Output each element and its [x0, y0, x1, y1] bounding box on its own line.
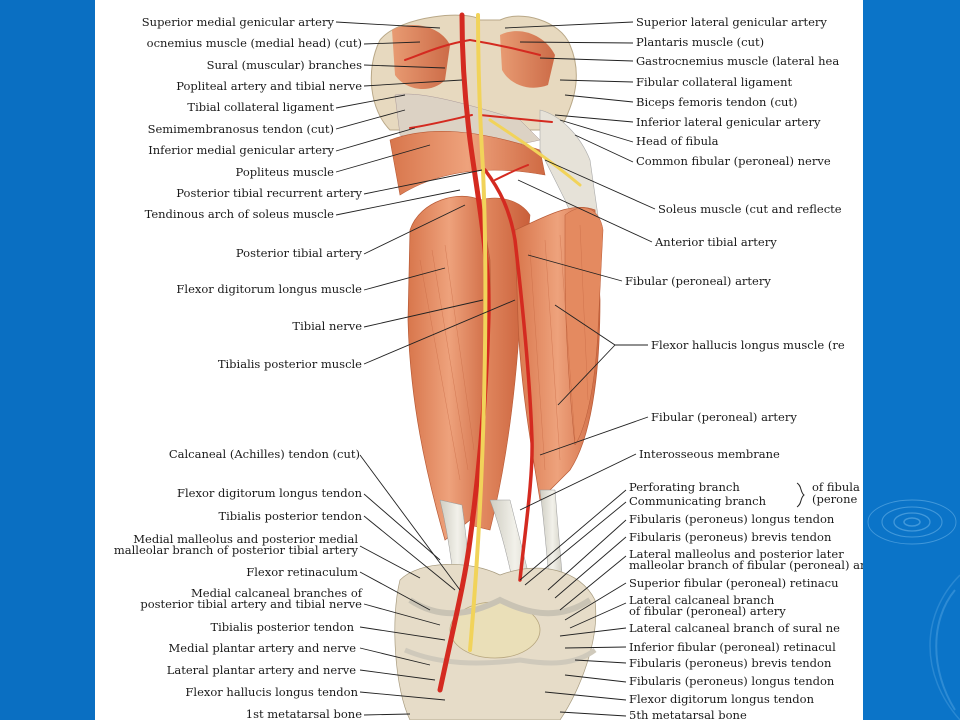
- label-fibular-artery-lower: Fibular (peroneal) artery: [651, 410, 797, 424]
- label-tibial-nerve: Tibial nerve: [292, 319, 362, 333]
- label-fibularis-brevis-tendon-upper: Fibularis (peroneus) brevis tendon: [629, 530, 832, 544]
- ankle-foot: [394, 563, 597, 720]
- label-flexor-retinaculum: Flexor retinaculum: [246, 565, 358, 579]
- label-medial-malleolus-line2: malleolar branch of posterior tibial art…: [114, 543, 359, 557]
- panel-right-mask: [863, 0, 960, 720]
- labels-right: Superior lateral genicular artery Planta…: [625, 15, 889, 720]
- label-fibular-artery-upper: Fibular (peroneal) artery: [625, 274, 771, 288]
- label-fibular-collateral-ligament: Fibular collateral ligament: [636, 75, 792, 89]
- label-superior-medial-genicular-artery: Superior medial genicular artery: [142, 15, 335, 29]
- label-brace-peroneal: (perone: [812, 492, 857, 506]
- label-medial-malleolus-line1: Medial malleolus and posterior medial: [133, 532, 358, 546]
- label-communicating-branch: Communicating branch: [629, 494, 767, 508]
- label-soleus-muscle: Soleus muscle (cut and reflecte: [658, 202, 842, 216]
- perforating-brace: [796, 482, 805, 508]
- label-flexor-hallucis-longus-muscle: Flexor hallucis longus muscle (re: [651, 338, 845, 352]
- label-superior-lateral-genicular-artery: Superior lateral genicular artery: [636, 15, 827, 29]
- label-tibial-collateral-ligament: Tibial collateral ligament: [187, 100, 334, 114]
- label-lateral-malleolus-line2: malleolar branch of fibular (peroneal) a…: [629, 558, 889, 572]
- label-gastrocnemius-medial-head: ocnemius muscle (medial head) (cut): [147, 36, 362, 50]
- label-lateral-calcaneal-branch-line2: of fibular (peroneal) artery: [629, 604, 786, 618]
- label-popliteus-muscle: Popliteus muscle: [236, 165, 335, 179]
- label-superior-fibular-retinaculum: Superior fibular (peroneal) retinacu: [629, 576, 839, 590]
- label-lateral-calcaneal-branch-line1: Lateral calcaneal branch: [629, 593, 775, 607]
- label-medial-calcaneal-line1: Medial calcaneal branches of: [191, 586, 363, 600]
- label-lateral-plantar-artery-nerve: Lateral plantar artery and nerve: [167, 663, 356, 677]
- leader-lines-left: [335, 21, 516, 716]
- label-calcaneal-achilles-tendon: Calcaneal (Achilles) tendon (cut): [169, 447, 360, 461]
- label-fibularis-brevis-tendon-lower: Fibularis (peroneus) brevis tendon: [629, 656, 832, 670]
- label-tendinous-arch-soleus: Tendinous arch of soleus muscle: [145, 207, 335, 221]
- label-interosseous-membrane: Interosseous membrane: [639, 447, 780, 461]
- panel-left-mask: [0, 0, 95, 720]
- leader-lines-right: [504, 21, 656, 717]
- label-anterior-tibial-artery: Anterior tibial artery: [654, 235, 777, 249]
- label-posterior-tibial-artery: Posterior tibial artery: [236, 246, 363, 260]
- label-lateral-calcaneal-sural-nerve: Lateral calcaneal branch of sural ne: [629, 621, 840, 635]
- ripple-decoration: [867, 499, 960, 720]
- label-fibularis-longus-tendon-upper: Fibularis (peroneus) longus tendon: [629, 512, 835, 526]
- label-flexor-digitorum-longus-tendon-right: Flexor digitorum longus tendon: [629, 692, 815, 706]
- label-perforating-branch: Perforating branch: [629, 480, 740, 494]
- label-popliteal-artery-tibial-nerve: Popliteal artery and tibial nerve: [176, 79, 362, 93]
- nerves: [468, 13, 582, 652]
- label-brace-of-fibula: of fibula: [812, 480, 860, 494]
- label-flexor-digitorum-longus-tendon-left: Flexor digitorum longus tendon: [177, 486, 363, 500]
- label-flexor-digitorum-longus-muscle: Flexor digitorum longus muscle: [176, 282, 362, 296]
- label-common-fibular-nerve: Common fibular (peroneal) nerve: [636, 154, 831, 168]
- label-medial-calcaneal-line2: posterior tibial artery and tibial nerve: [140, 597, 362, 611]
- label-flexor-hallucis-longus-tendon: Flexor hallucis longus tendon: [185, 685, 358, 699]
- label-gastrocnemius-lateral-head: Gastrocnemius muscle (lateral hea: [636, 54, 839, 68]
- label-medial-plantar-artery-nerve: Medial plantar artery and nerve: [169, 641, 357, 655]
- label-head-of-fibula: Head of fibula: [636, 134, 719, 148]
- leg-muscles: [407, 196, 604, 541]
- label-5th-metatarsal-bone: 5th metatarsal bone: [629, 708, 747, 720]
- label-inferior-lateral-genicular-artery: Inferior lateral genicular artery: [636, 115, 821, 129]
- label-plantaris-muscle: Plantaris muscle (cut): [636, 35, 764, 49]
- label-semimembranosus-tendon: Semimembranosus tendon (cut): [148, 122, 334, 136]
- label-biceps-femoris-tendon: Biceps femoris tendon (cut): [636, 95, 798, 109]
- labels-left: Superior medial genicular artery ocnemiu…: [114, 15, 363, 720]
- label-tibialis-posterior-tendon-upper: Tibialis posterior tendon: [218, 509, 362, 523]
- label-tibialis-posterior-muscle: Tibialis posterior muscle: [218, 357, 362, 371]
- label-sural-branches: Sural (muscular) branches: [207, 58, 362, 72]
- label-tibialis-posterior-tendon-lower: Tibialis posterior tendon: [210, 620, 354, 634]
- label-fibularis-longus-tendon-lower: Fibularis (peroneus) longus tendon: [629, 674, 835, 688]
- label-1st-metatarsal-bone: 1st metatarsal bone: [246, 707, 362, 720]
- label-inferior-medial-genicular-artery: Inferior medial genicular artery: [148, 143, 334, 157]
- label-lateral-malleolus-line1: Lateral malleolus and posterior later: [629, 547, 844, 561]
- label-posterior-tibial-recurrent-artery: Posterior tibial recurrent artery: [176, 186, 362, 200]
- label-inferior-fibular-retinaculum: Inferior fibular (peroneal) retinacul: [629, 640, 836, 654]
